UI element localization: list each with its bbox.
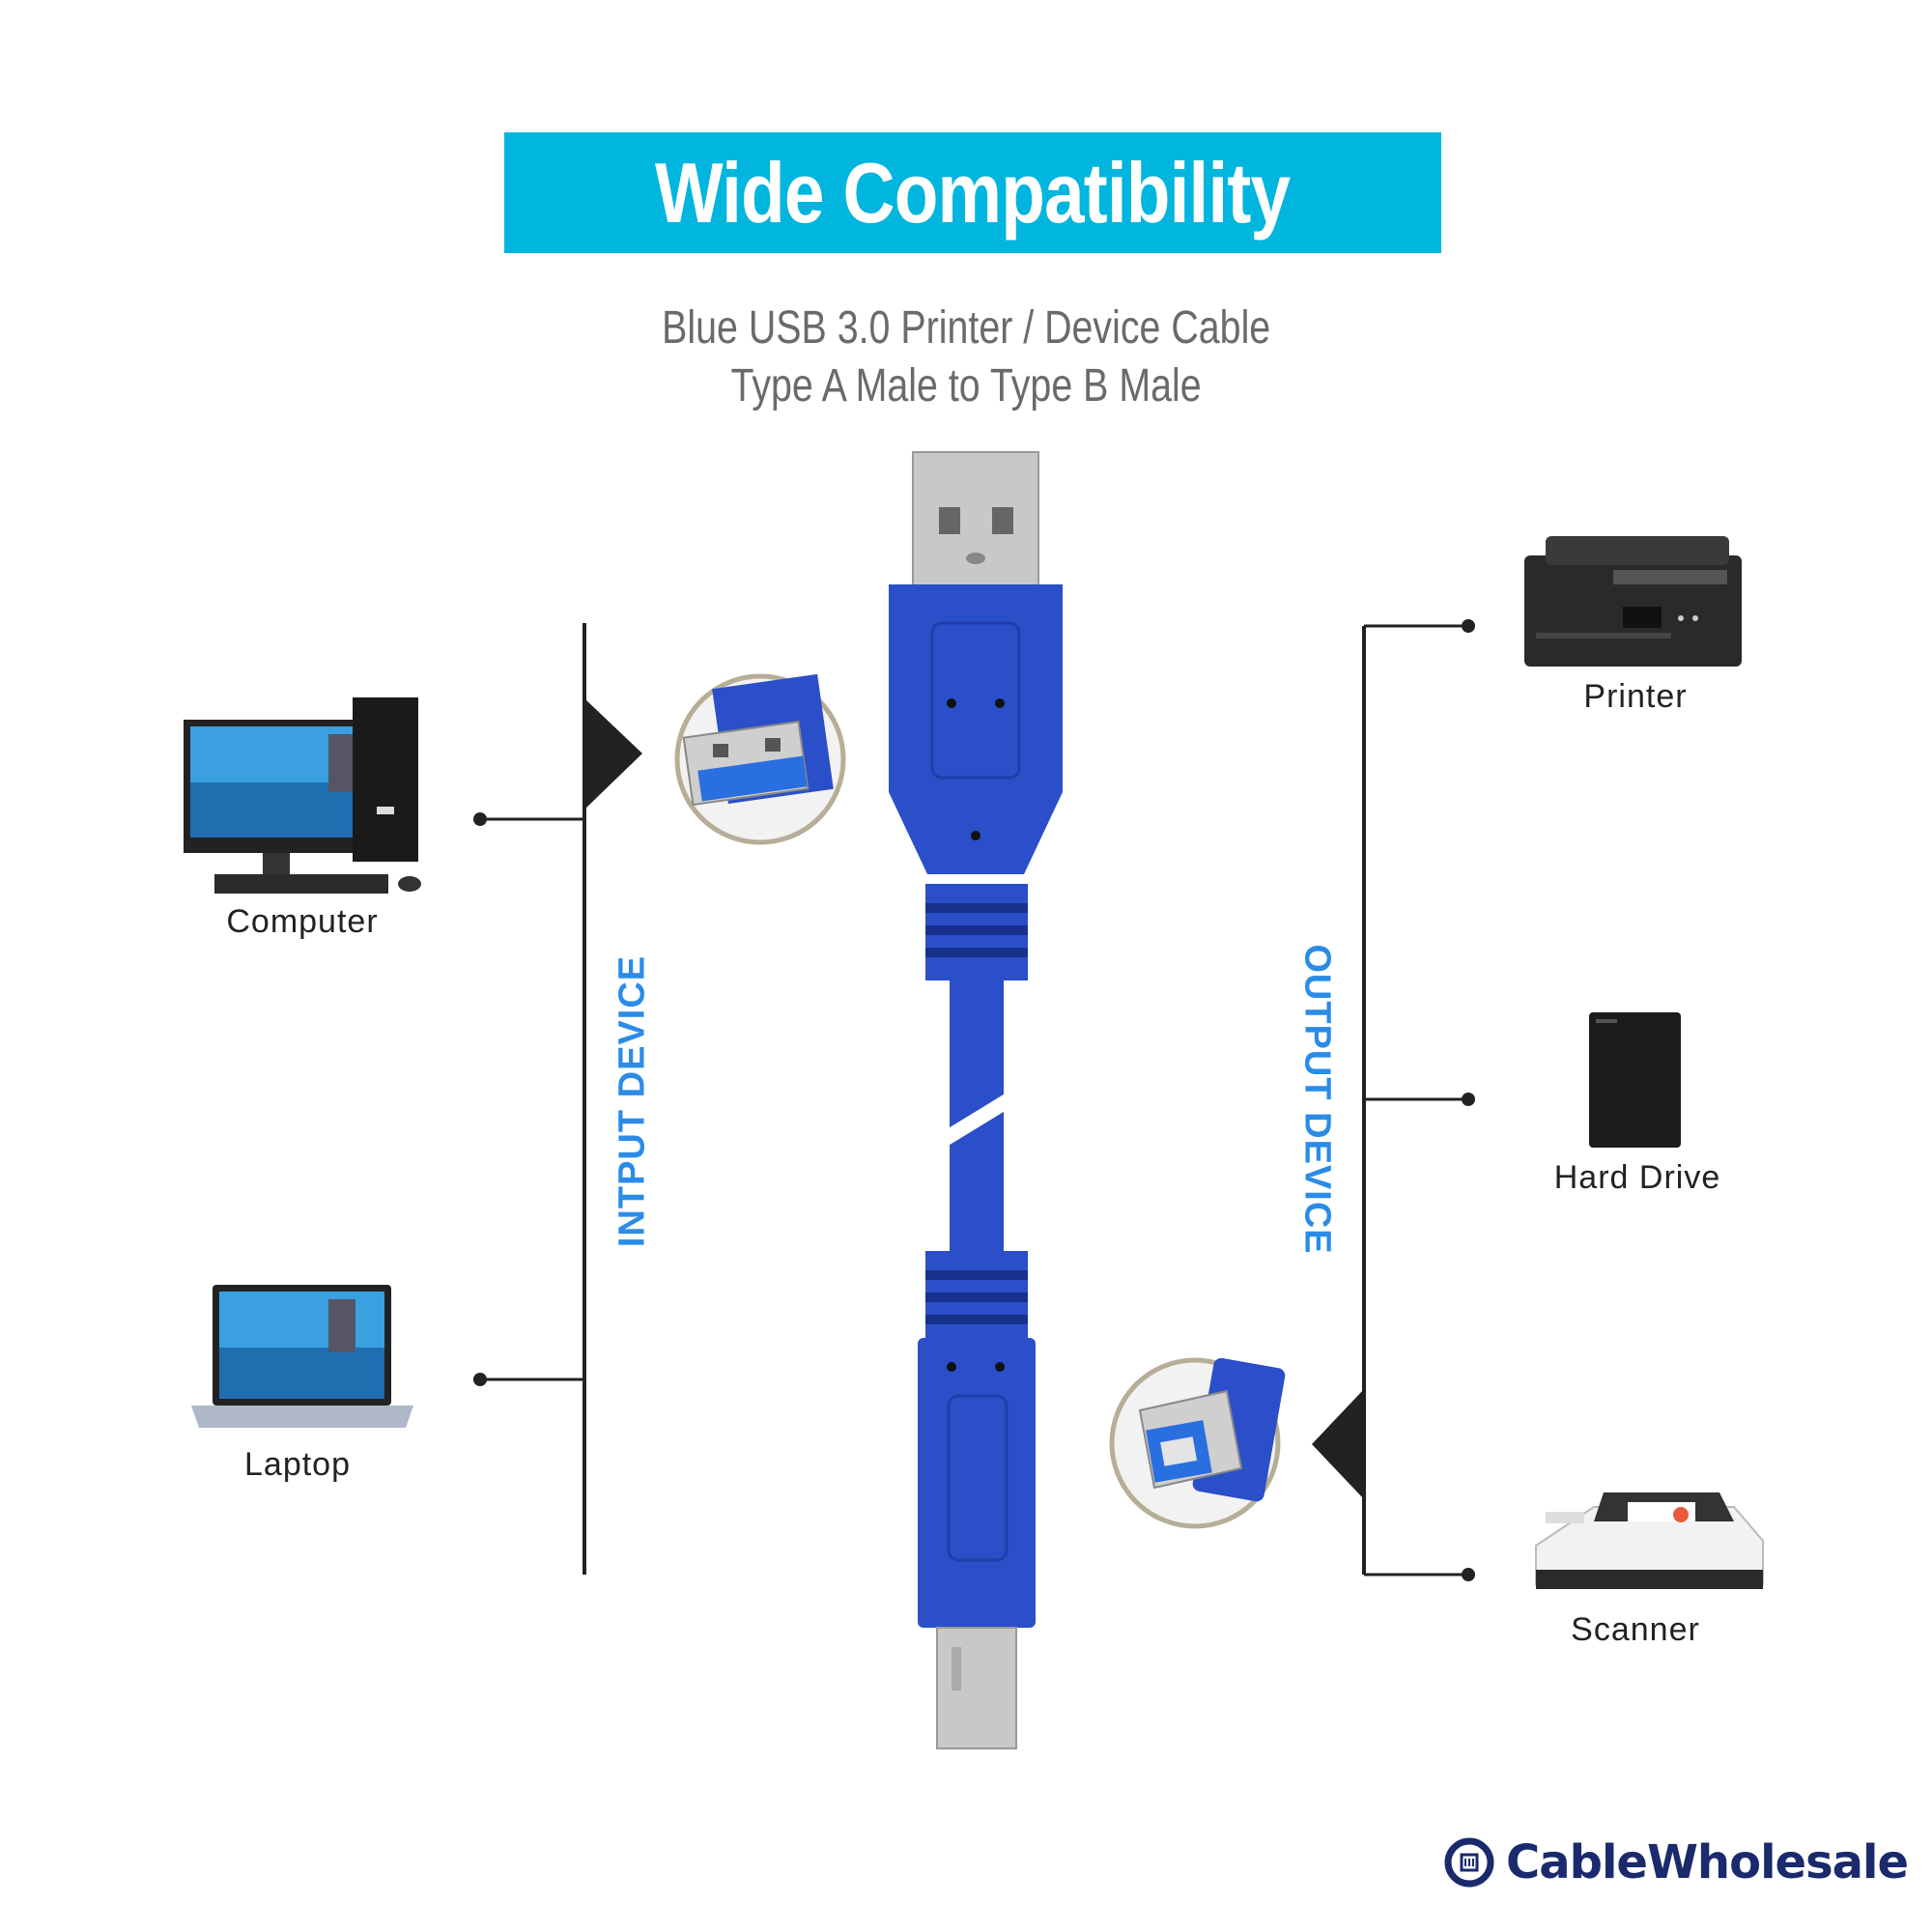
page-title: Wide Compatibility	[655, 144, 1291, 241]
desktop-computer-icon	[184, 697, 421, 894]
scanner-connector-dot	[1462, 1568, 1475, 1581]
printer-connector-dot	[1462, 619, 1475, 633]
device-label-printer: Printer	[1583, 678, 1688, 715]
usb-cable-icon	[889, 451, 1063, 1749]
laptop-icon	[191, 1285, 413, 1428]
scanner-icon	[1535, 1492, 1764, 1589]
brand-logo: CableWholesale	[1444, 1833, 1909, 1891]
subtitle-line-2: Type A Male to Type B Male	[730, 360, 1202, 412]
input-device-label: INTPUT DEVICE	[611, 954, 653, 1248]
computer-connector-dot	[473, 812, 487, 826]
brand-name: CableWholesale	[1506, 1835, 1909, 1889]
title-banner: Wide Compatibility	[504, 132, 1441, 253]
device-label-scanner: Scanner	[1571, 1611, 1700, 1648]
laptop-connector-dot	[473, 1373, 487, 1386]
brand-logo-icon	[1444, 1837, 1494, 1888]
printer-icon	[1524, 536, 1742, 667]
usb-a-closeup-icon	[674, 673, 846, 845]
hard-drive-icon	[1589, 1012, 1681, 1148]
input-pointer-arrow	[584, 698, 642, 810]
device-label-hard-drive: Hard Drive	[1553, 1159, 1721, 1196]
usb-b-closeup-icon	[1109, 1357, 1286, 1529]
subtitle-line-1: Blue USB 3.0 Printer / Device Cable	[661, 302, 1271, 354]
device-label-computer: Computer	[226, 903, 379, 940]
output-device-label: OUTPUT DEVICE	[1296, 944, 1338, 1255]
harddrive-connector-dot	[1462, 1093, 1475, 1106]
output-pointer-arrow	[1312, 1389, 1364, 1499]
device-label-laptop: Laptop	[244, 1446, 351, 1483]
